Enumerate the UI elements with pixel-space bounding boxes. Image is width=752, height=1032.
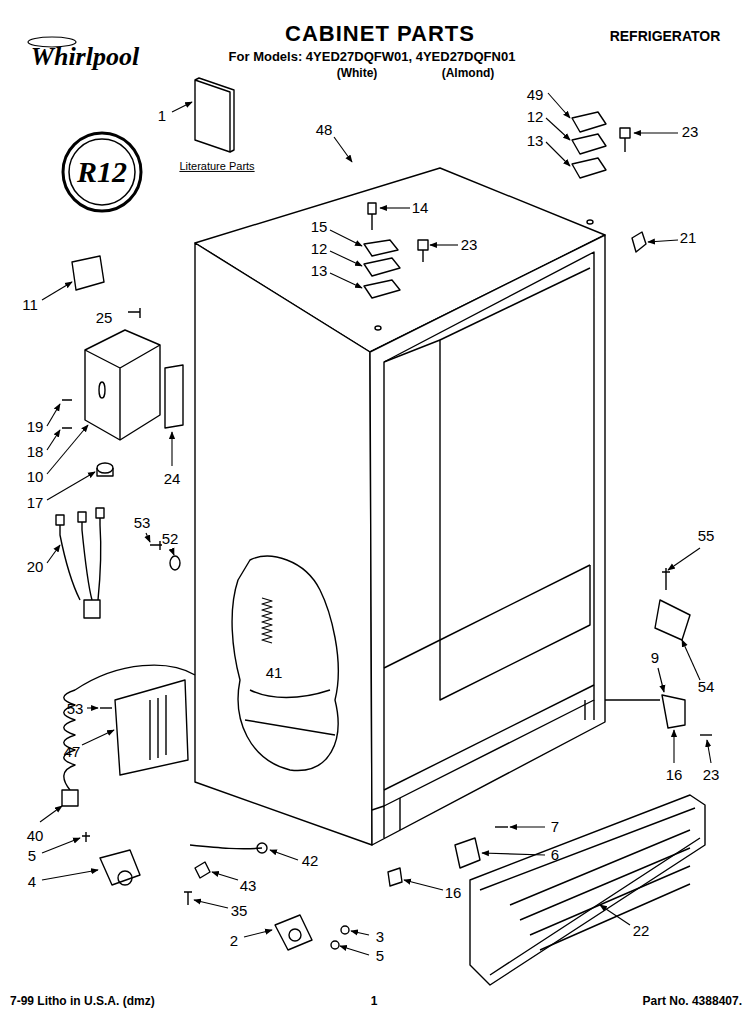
callout-number: 55 xyxy=(698,528,715,545)
callout-number: 20 xyxy=(27,559,44,576)
callout-number: 12 xyxy=(311,241,328,258)
callout-number: 23 xyxy=(682,124,699,141)
header-text: Part No. 4388407. xyxy=(643,995,742,1008)
callout-number: 54 xyxy=(698,679,715,696)
callout-number: 1 xyxy=(158,108,166,125)
r12-badge: R12 xyxy=(61,131,143,213)
callout-number: 43 xyxy=(240,878,257,895)
callout-number: 12 xyxy=(527,109,544,126)
callout-number: 11 xyxy=(22,297,38,314)
callout-number: 14 xyxy=(412,200,429,217)
callout-number: 49 xyxy=(527,87,544,104)
header-text: REFRIGERATOR xyxy=(610,29,721,44)
callout-number: 17 xyxy=(27,495,44,512)
callout-number: 41 xyxy=(266,665,283,682)
callout-number: 18 xyxy=(27,444,44,461)
header-text: (Almond) xyxy=(442,67,495,80)
callout-number: 23 xyxy=(461,237,478,254)
callout-number: 23 xyxy=(703,767,720,784)
callout-number: 35 xyxy=(231,903,248,920)
header-text: Literature Parts xyxy=(179,160,254,172)
callout-number: 4 xyxy=(28,874,36,891)
callout-number: 22 xyxy=(633,923,650,940)
callout-number: 2 xyxy=(230,933,238,950)
header-text: 1 xyxy=(371,995,378,1008)
callout-number: 53 xyxy=(67,701,84,718)
callout-number: 24 xyxy=(164,471,181,488)
callout-number: 16 xyxy=(445,885,462,902)
callout-number: 13 xyxy=(311,263,328,280)
callout-number: 25 xyxy=(96,310,113,327)
badge-text: R12 xyxy=(77,155,127,189)
header-text: For Models: 4YED27DQFW01, 4YED27DQFN01 xyxy=(229,50,516,64)
callout-number: 42 xyxy=(302,853,319,870)
callout-number: 21 xyxy=(680,230,697,247)
callout-number: 15 xyxy=(311,219,328,236)
callout-number: 10 xyxy=(27,469,44,486)
callout-number: 48 xyxy=(316,122,333,139)
callout-number: 7 xyxy=(551,819,559,836)
callout-number: 40 xyxy=(27,828,44,845)
callout-number: 3 xyxy=(376,929,384,946)
header-text: 7-99 Litho in U.S.A. (dmz) xyxy=(10,995,155,1008)
callout-number: 6 xyxy=(551,847,559,864)
callout-number: 16 xyxy=(666,767,683,784)
callout-number: 9 xyxy=(651,650,659,667)
callout-number: 52 xyxy=(162,531,179,548)
callout-number: 47 xyxy=(64,744,81,761)
callout-number: 5 xyxy=(376,948,384,965)
brand-logo: Whirlpool xyxy=(31,43,139,72)
header-text: (White) xyxy=(337,67,378,80)
callout-number: 5 xyxy=(28,848,36,865)
callout-number: 53 xyxy=(134,515,151,532)
callout-number: 13 xyxy=(527,133,544,150)
callout-number: 19 xyxy=(27,419,44,436)
diagram-title: CABINET PARTS xyxy=(285,22,475,46)
